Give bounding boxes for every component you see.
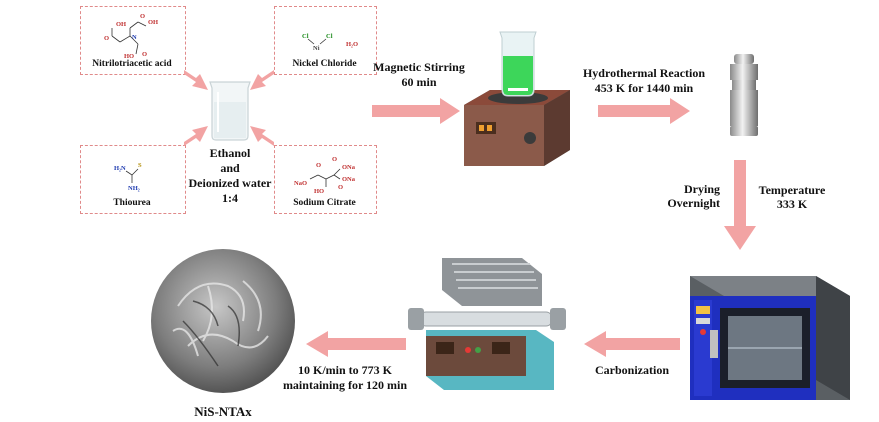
thiourea-box — [80, 145, 186, 214]
arrow-right-icon — [598, 98, 690, 124]
arrow-right-icon — [372, 98, 460, 124]
citrate-atom: O — [332, 156, 337, 163]
hydrothermal-line-1: Hydrothermal Reaction — [582, 66, 706, 80]
citrate-label: Sodium Citrate — [293, 198, 356, 208]
autoclave-icon — [730, 54, 758, 136]
citrate-atom: O — [338, 184, 343, 191]
nta-atom: HO — [124, 53, 134, 60]
nta-label: Nitrilotriacetic acid — [92, 59, 172, 69]
thiourea-atom: NH₂ — [128, 185, 140, 192]
nta-atom: O — [142, 51, 147, 58]
nta-atom: OH — [116, 21, 126, 28]
hydrothermal-line-2: 453 K for 1440 min — [594, 81, 694, 95]
nta-atom: OH — [148, 19, 158, 26]
heating-line-1: 10 K/min to 773 K — [297, 363, 392, 377]
nicl-atom: H₂O — [346, 41, 358, 48]
product-label: NiS-NTAx — [194, 404, 252, 419]
nicl-structure: Cl Cl Ni H₂O — [302, 33, 358, 52]
nicl-atom: Cl — [302, 33, 309, 40]
solvent-line-3: Deionized water — [188, 176, 272, 190]
thiourea-atom: H₂N — [114, 165, 126, 172]
citrate-atom: ONa — [342, 164, 356, 171]
nicl-box — [274, 6, 377, 75]
thiourea-label: Thiourea — [113, 198, 151, 208]
nicl-atom: Ni — [313, 45, 320, 52]
heating-line-2: maintaining for 120 min — [282, 378, 408, 392]
stirring-line-2: 60 min — [401, 75, 437, 89]
citrate-structure: O ONa NaO O HO O ONa — [294, 156, 356, 195]
citrate-atom: NaO — [294, 180, 307, 187]
nta-atom: O — [104, 35, 109, 42]
nta-box — [80, 6, 186, 75]
nta-structure: OH OH O O N HO O — [104, 13, 158, 60]
carbonization-label: Carbonization — [594, 363, 669, 377]
drying-line-1: Drying — [684, 182, 720, 196]
stirring-line-1: Magnetic Stirring — [373, 60, 465, 74]
thiourea-structure: H₂N S NH₂ — [114, 162, 142, 192]
nta-atom: O — [140, 13, 145, 20]
beaker-icon — [209, 81, 251, 141]
drying-oven-icon — [690, 276, 850, 400]
nicl-label: Nickel Chloride — [292, 59, 357, 69]
solvent-line-4: 1:4 — [222, 191, 238, 205]
drying-line-2: Overnight — [667, 196, 720, 210]
temperature-line-2: 333 K — [776, 197, 808, 211]
tube-furnace-icon — [408, 258, 566, 390]
citrate-box — [274, 145, 377, 214]
arrow-down-icon — [724, 160, 756, 250]
arrow-left-icon — [584, 331, 680, 357]
citrate-atom: ONa — [342, 176, 356, 183]
nta-atom: N — [132, 34, 137, 41]
arrow-left-icon — [306, 331, 406, 357]
citrate-atom: HO — [314, 188, 324, 195]
solvent-line-1: Ethanol — [209, 146, 251, 160]
sem-image — [151, 249, 295, 393]
magnetic-stirrer-icon — [464, 31, 570, 166]
nicl-atom: Cl — [326, 33, 333, 40]
solvent-line-2: and — [220, 161, 240, 175]
temperature-line-1: Temperature — [758, 183, 826, 197]
thiourea-atom: S — [138, 162, 142, 169]
citrate-atom: O — [316, 162, 321, 169]
